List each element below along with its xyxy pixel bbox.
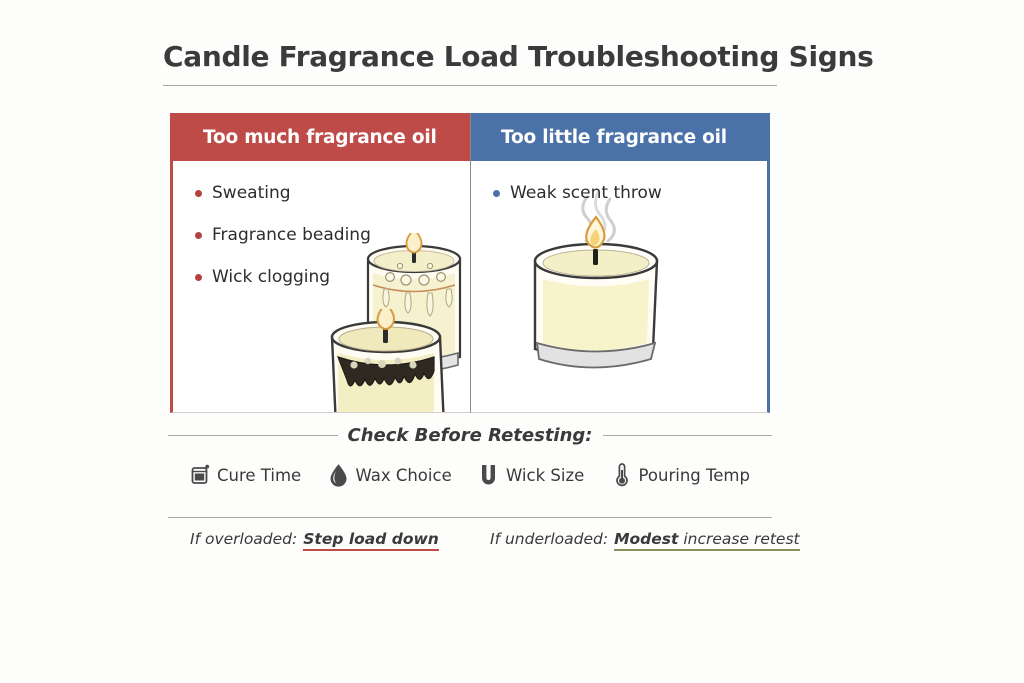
factor-pouring-temp: Pouring Temp (612, 462, 750, 488)
wick-icon (479, 462, 499, 488)
advice-suffix: increase retest (683, 530, 800, 548)
column-body-too-little: Weak scent throw (471, 161, 767, 412)
title-block: Candle Fragrance Load Troubleshooting Si… (163, 40, 874, 86)
check-before-retesting-row: Check Before Retesting: (168, 425, 772, 446)
factor-wick-size: Wick Size (479, 462, 584, 488)
droplet-icon (328, 462, 348, 488)
column-header-too-much: Too much fragrance oil (173, 113, 470, 161)
factor-cure-time: Cure Time (190, 462, 301, 488)
factors-row: Cure Time Wax Choice Wick Size (168, 462, 772, 488)
page-title: Candle Fragrance Load Troubleshooting Si… (163, 40, 874, 73)
column-too-little-fragrance-oil: Too little fragrance oil Weak scent thro… (470, 113, 770, 413)
advice-emphasis: Modest (614, 530, 679, 548)
signs-list-too-little: Weak scent throw (471, 161, 767, 203)
factor-label: Wick Size (505, 465, 585, 485)
sign-label: Sweating (212, 183, 291, 203)
thermometer-icon (612, 462, 632, 488)
candle-illustration-wick-clogging (320, 301, 452, 412)
factor-label: Cure Time (217, 465, 302, 485)
bottom-divider (168, 517, 772, 518)
advice-emphasis: Step load down (303, 530, 439, 551)
check-section-label: Check Before Retesting: (347, 425, 593, 446)
bullet-dot-icon (195, 273, 202, 281)
bullet-dot-icon (195, 231, 202, 239)
sign-label: Wick clogging (212, 267, 331, 287)
advice-emphasis-group: Modest increase retest (614, 530, 800, 551)
advice-underloaded: If underloaded: Modest increase retest (470, 530, 800, 551)
column-body-too-much: Sweating Fragrance beading Wick clogging (173, 161, 470, 412)
column-too-much-fragrance-oil: Too much fragrance oil Sweating Fragranc… (170, 113, 470, 413)
candle-illustration-weak-throw (521, 189, 671, 385)
comparison-table: Too much fragrance oil Sweating Fragranc… (170, 113, 770, 413)
jar-icon (190, 462, 210, 488)
check-divider-right (602, 435, 772, 436)
check-divider-left (168, 435, 338, 436)
list-item: Wick clogging (173, 267, 470, 287)
factor-wax-choice: Wax Choice (328, 462, 452, 488)
signs-list-too-much: Sweating Fragrance beading Wick clogging (173, 161, 470, 287)
advice-prefix: If overloaded: (190, 530, 298, 548)
advice-row: If overloaded: Step load down If underlo… (168, 530, 800, 551)
list-item: Weak scent throw (471, 183, 767, 203)
column-header-too-little: Too little fragrance oil (471, 113, 767, 161)
list-item: Fragrance beading (173, 225, 470, 245)
sign-label: Weak scent throw (510, 183, 662, 203)
advice-overloaded: If overloaded: Step load down (178, 530, 470, 551)
list-item: Sweating (173, 183, 470, 203)
bullet-dot-icon (493, 189, 500, 197)
factor-label: Pouring Temp (638, 465, 750, 485)
bullet-dot-icon (195, 189, 202, 197)
sign-label: Fragrance beading (212, 225, 371, 245)
title-divider (163, 85, 777, 86)
advice-prefix: If underloaded: (490, 530, 609, 548)
factor-label: Wax Choice (355, 465, 452, 485)
